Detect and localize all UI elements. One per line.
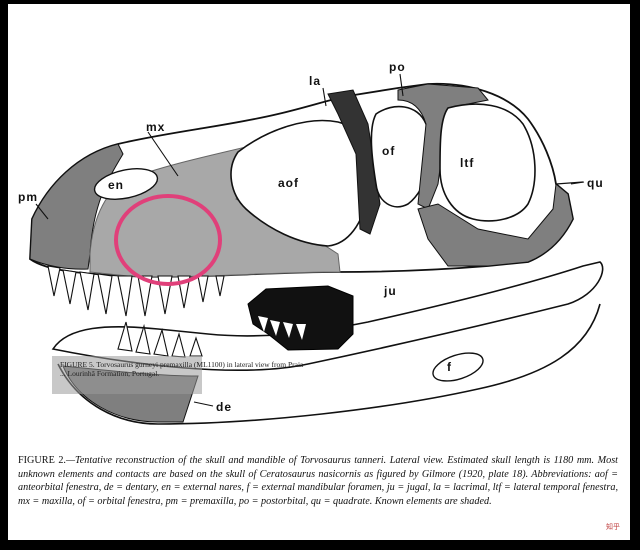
- scan-inset: [52, 356, 202, 394]
- leader-lines: [35, 73, 585, 407]
- label-ju: ju: [384, 284, 397, 298]
- lower-jaw-bottom: [57, 303, 601, 425]
- label-f: f: [447, 360, 452, 374]
- label-la: la: [309, 74, 322, 88]
- skull-reconstruction-figure: [29, 73, 604, 425]
- label-de: de: [216, 400, 233, 414]
- inset-caption-line-2: ... Lourinhã Formation, Portugal.: [60, 369, 160, 378]
- label-en: en: [108, 178, 125, 192]
- orbital-fenestra: [370, 105, 432, 208]
- dark-inset-teeth: [258, 316, 306, 340]
- figure-caption: FIGURE 2.—Tentative reconstruction of th…: [18, 454, 618, 508]
- dark-bone-inset: [247, 285, 354, 351]
- label-of: of: [382, 144, 396, 158]
- label-pm: pm: [18, 190, 38, 204]
- postorbital-shaded: [397, 83, 489, 210]
- lower-teeth: [117, 321, 203, 358]
- watermark: 知乎: [606, 524, 620, 531]
- label-ltf: ltf: [460, 156, 475, 170]
- label-mx: mx: [146, 120, 166, 134]
- label-aof: aof: [278, 176, 299, 190]
- lateral-temporal-fenestra: [439, 103, 536, 222]
- highlight-circle: [114, 194, 222, 286]
- lacrimal-dark: [327, 89, 381, 235]
- caption-text: —Tentative reconstruction of the skull a…: [18, 455, 618, 507]
- antorbital-fenestra: [230, 119, 370, 247]
- external-nares: [93, 168, 159, 200]
- inset-figure-caption: FIGURE 5. Torvosaurus gurneyi premaxilla…: [60, 360, 380, 378]
- mandible-outline: [51, 261, 604, 372]
- jugal-shaded: [417, 183, 574, 267]
- label-po: po: [389, 60, 406, 74]
- mandibular-foramen: [432, 352, 484, 382]
- inset-caption-line-1: FIGURE 5. Torvosaurus gurneyi premaxilla…: [60, 360, 304, 369]
- figure-page: la po mx of ltf qu en aof pm ju f de FIG…: [8, 4, 630, 540]
- caption-label: FIGURE 2.: [18, 455, 66, 466]
- label-qu: qu: [587, 176, 604, 190]
